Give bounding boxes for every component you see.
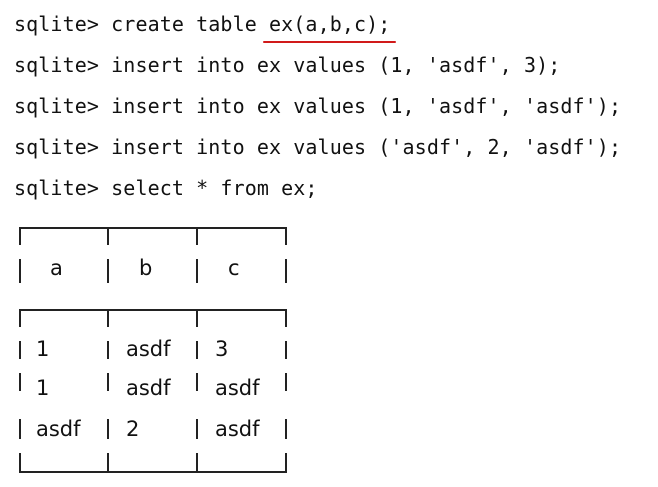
command-text: create table [111,12,269,36]
table-border-right [285,227,287,245]
column-divider [196,453,198,471]
terminal-output: sqlite> create table ex(a,b,c); sqlite> … [14,4,654,209]
table-border-left [19,309,21,327]
column-divider [196,373,198,391]
table-cell: asdf [215,417,260,441]
table-border-right [285,419,287,439]
column-divider [107,341,109,359]
command-text: insert into ex values ('asdf', 2, 'asdf'… [111,135,622,159]
terminal-line-4: sqlite> insert into ex values ('asdf', 2… [14,127,654,168]
command-text: insert into ex values (1, 'asdf', 'asdf'… [111,94,622,118]
column-divider [196,259,198,283]
column-divider [196,309,198,327]
column-divider [196,227,198,245]
table-border-bottom [19,471,287,473]
table-border-left [19,373,21,391]
table-cell: asdf [215,376,260,400]
table-border-right [285,309,287,327]
table-border-left [19,227,21,245]
table-cell: asdf [126,337,171,361]
table-cell: asdf [36,417,81,441]
highlighted-command-text: ex(a,b,c); [262,4,397,45]
result-table: a b c 1 asdf 3 1 asdf asdf asdf 2 asdf [19,227,287,473]
column-divider [196,341,198,359]
column-divider [107,373,109,391]
table-cell: 1 [36,337,50,361]
prompt: sqlite> [14,94,99,118]
terminal-line-3: sqlite> insert into ex values (1, 'asdf'… [14,86,654,127]
column-divider [107,309,109,327]
prompt: sqlite> [14,53,99,77]
terminal-line-5: sqlite> select * from ex; [14,168,654,209]
column-divider [107,419,109,439]
table-border-top [19,227,287,229]
terminal-line-2: sqlite> insert into ex values (1, 'asdf'… [14,45,654,86]
prompt: sqlite> [14,176,99,200]
table-cell: asdf [126,376,171,400]
table-border-right [285,453,287,471]
column-header-a: a [50,256,63,280]
table-border-left [19,419,21,439]
table-border-right [285,259,287,283]
column-header-c: c [228,256,240,280]
command-text: select * from ex; [111,176,318,200]
prompt: sqlite> [14,135,99,159]
table-border-right [285,373,287,391]
table-cell: 3 [215,337,229,361]
column-divider [107,227,109,245]
column-divider [107,259,109,283]
command-text: insert into ex values (1, 'asdf', 3); [111,53,561,77]
table-header-divider [19,309,287,311]
table-border-left [19,341,21,359]
table-cell: 2 [126,417,140,441]
terminal-line-1: sqlite> create table ex(a,b,c); [14,4,654,45]
column-header-b: b [139,256,153,280]
column-divider [196,419,198,439]
table-border-right [285,341,287,359]
column-divider [107,453,109,471]
table-cell: 1 [36,376,50,400]
prompt: sqlite> [14,12,99,36]
table-border-left [19,453,21,471]
table-border-left [19,259,21,283]
